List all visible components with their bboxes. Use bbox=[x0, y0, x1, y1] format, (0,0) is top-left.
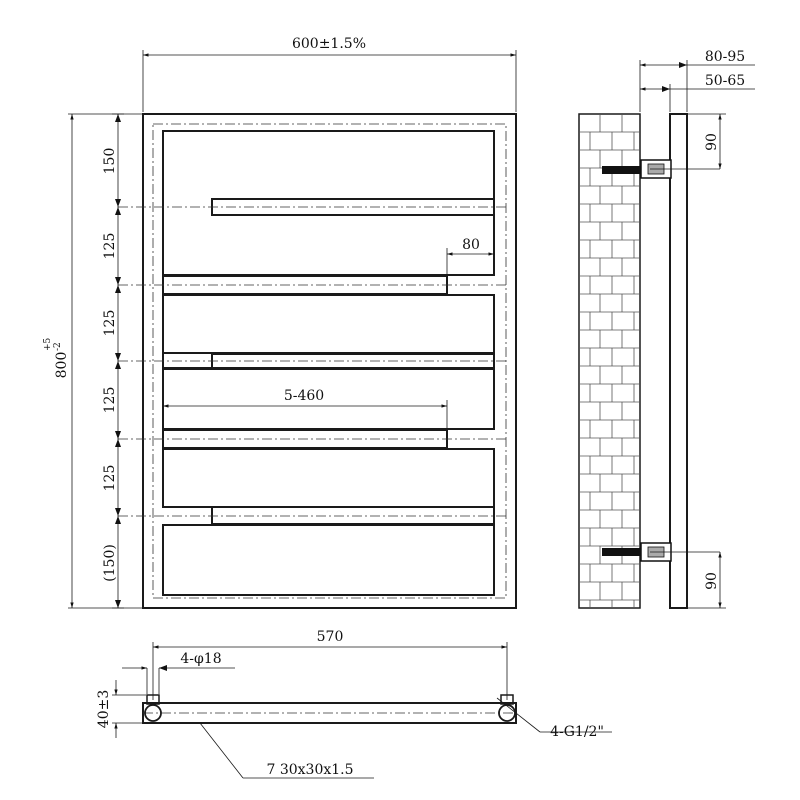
seg-2-label: 125 bbox=[102, 233, 118, 260]
bracket-bottom-label: 90 bbox=[704, 572, 720, 590]
frame-centerline bbox=[152, 123, 507, 599]
front-view: 600±1.5% 800 +5 -2 150 125 125 125 125 (… bbox=[43, 36, 517, 609]
bracket-top-label: 90 bbox=[704, 133, 720, 151]
height-tol-lower: -2 bbox=[53, 342, 63, 351]
tube-label: 7 30x30x1.5 bbox=[266, 762, 353, 778]
height-label: 800 bbox=[54, 352, 70, 379]
side-view: 80-95 50-65 90 90 bbox=[578, 49, 755, 609]
projection-outer-label: 80-95 bbox=[705, 49, 745, 65]
seg-4-label: 125 bbox=[102, 387, 118, 414]
seg-top-label: 150 bbox=[102, 148, 118, 175]
block-5 bbox=[162, 448, 495, 508]
bracket-top bbox=[602, 159, 720, 179]
bottom-view: 570 4-φ18 40±3 4-G1/2" 7 30x30x1.5 bbox=[96, 629, 612, 779]
width-label: 600±1.5% bbox=[292, 36, 366, 52]
block-6 bbox=[162, 524, 495, 596]
bar-3 bbox=[162, 294, 495, 354]
radiator-side-panel bbox=[669, 113, 688, 609]
depth-label: 40±3 bbox=[96, 690, 112, 728]
thread-label: 4-G1/2" bbox=[550, 724, 604, 740]
height-tol-upper: +5 bbox=[43, 337, 53, 351]
inlet-left bbox=[144, 704, 162, 722]
connection-centers-label: 570 bbox=[317, 629, 344, 645]
bracket-bottom bbox=[602, 542, 720, 562]
holes-label: 4-φ18 bbox=[180, 651, 221, 667]
bar-left-3 bbox=[211, 506, 495, 525]
inlet-right bbox=[498, 704, 516, 722]
seg-5-label: 125 bbox=[102, 465, 118, 492]
wall bbox=[578, 113, 641, 609]
bar-span-label: 5-460 bbox=[284, 388, 324, 404]
block-4 bbox=[162, 368, 495, 430]
gap-label: 80 bbox=[462, 237, 480, 253]
seg-bottom-label: (150) bbox=[102, 544, 118, 582]
seg-3-label: 125 bbox=[102, 310, 118, 337]
wall-bricks bbox=[579, 114, 640, 608]
projection-inner-label: 50-65 bbox=[705, 73, 745, 89]
